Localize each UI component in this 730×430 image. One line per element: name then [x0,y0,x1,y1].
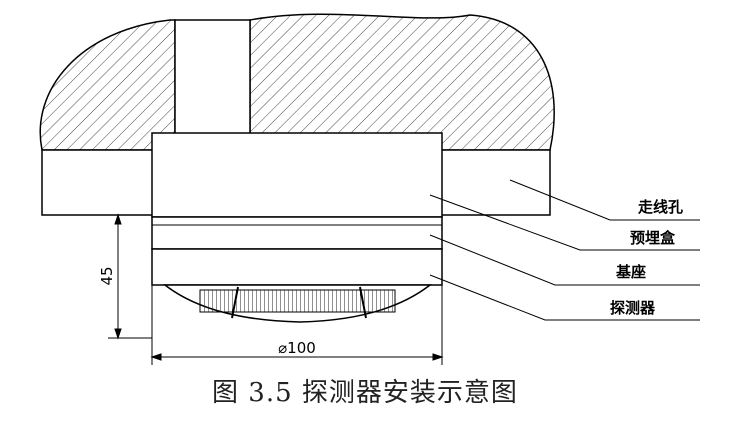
ceiling-slab-right [249,13,555,151]
label-embedded-box: 预埋盒 [630,229,676,247]
conduit-channel [174,19,251,151]
figure-caption: 图 3.5 探测器安装示意图 [212,378,518,408]
detector-base [151,216,443,250]
label-wiring-hole: 走线孔 [638,198,683,216]
diameter-dimension-value: ⌀100 [278,339,316,357]
embedded-box [151,132,443,218]
ceiling-slab [39,19,176,151]
label-detector: 探测器 [610,299,656,317]
height-dimension-value: 45 [98,266,116,285]
grill-divider-2 [359,286,367,319]
detector-grill [199,289,396,313]
diameter-dimension [150,285,444,365]
detector-body [151,248,443,286]
height-dimension [108,213,152,340]
leader-lines [429,179,700,321]
label-base: 基座 [615,263,646,281]
grill-divider-1 [231,286,239,319]
